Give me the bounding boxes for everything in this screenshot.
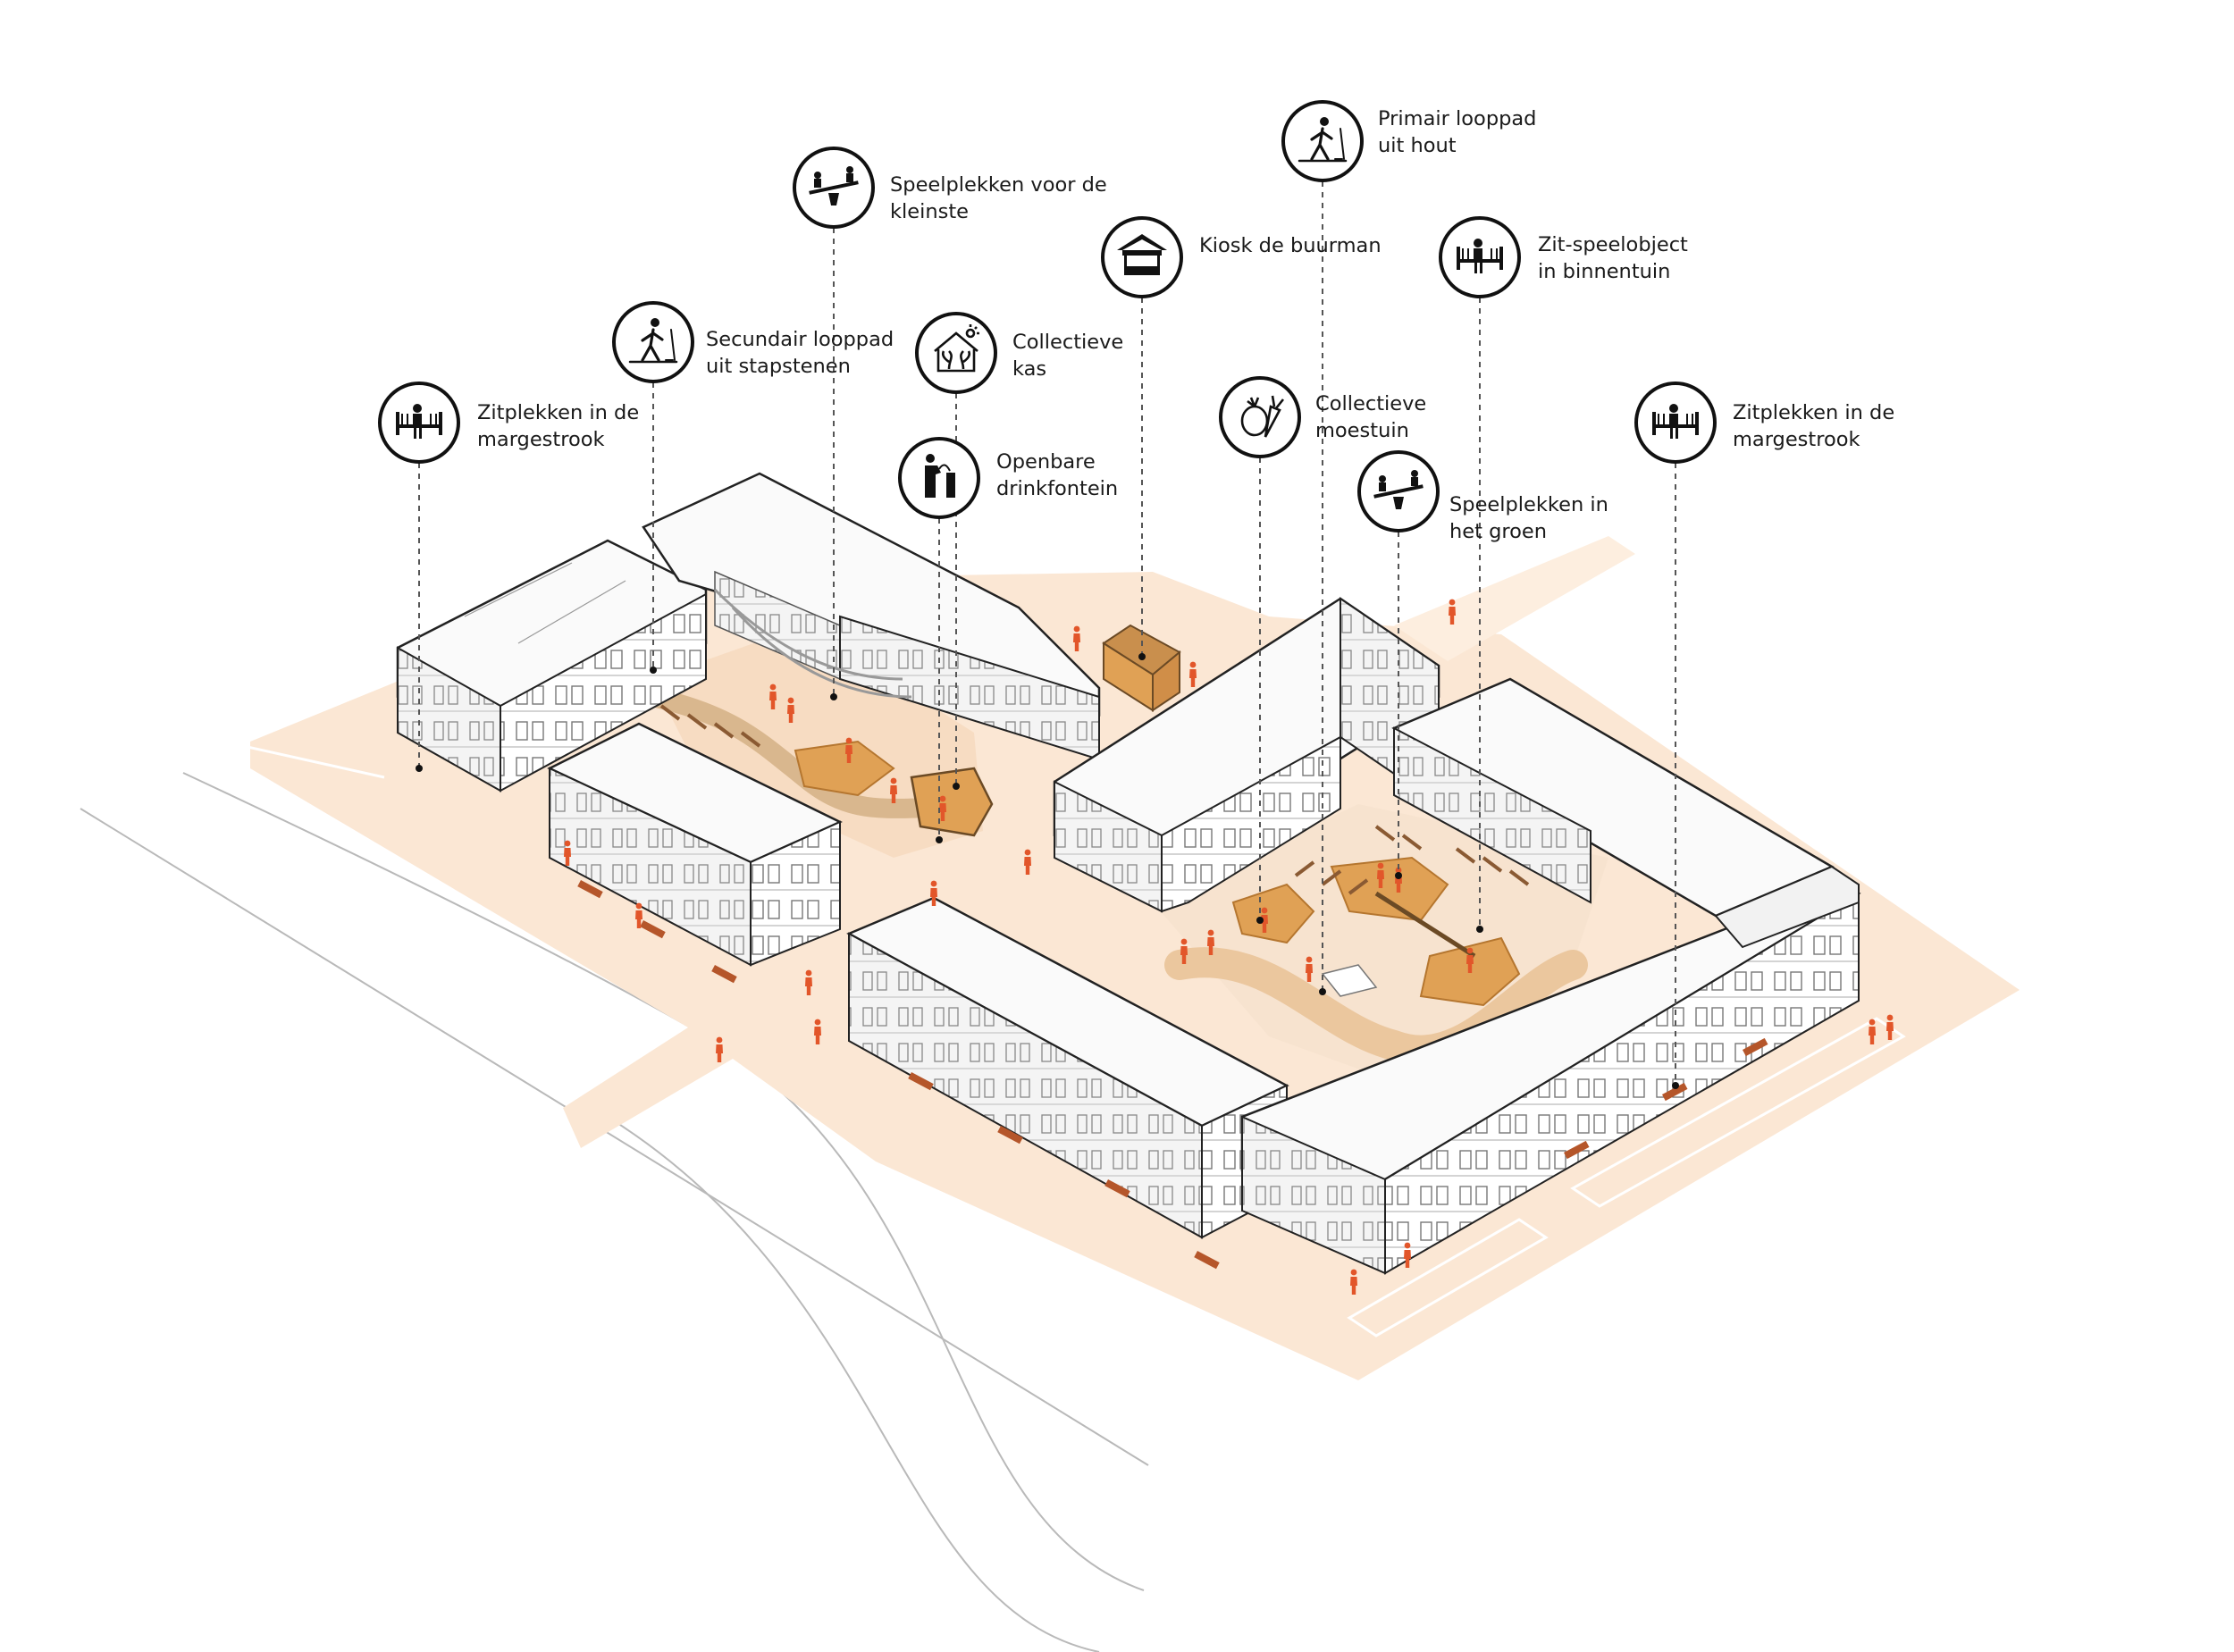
greenhouse-icon [934,324,979,373]
courtyard-left [642,625,994,858]
callout-zitplekken-left-badge [378,382,460,464]
bench-person-icon [1457,239,1503,273]
seesaw-icon [1373,470,1424,509]
callout-speelplekken-groen-badge [1357,450,1440,532]
callout-speelplekken-groen-label: Speelplekken in het groen [1449,493,1608,543]
walker-icon [628,318,678,364]
seesaw-icon [809,166,859,205]
callout-speelplekken-kleinste-badge [793,147,875,229]
building-block-b [642,472,1101,761]
building-block-d [1053,597,1440,913]
building-block-a [396,539,708,792]
callout-collectieve-kas-badge [915,312,997,394]
kiosk-building [1102,624,1181,712]
bench-person-icon [1652,404,1699,439]
callout-zitplekken-right-badge [1634,382,1717,464]
building-block-e [1391,677,1835,918]
callout-openbare-drinkfontein-badge [898,437,980,519]
callout-secundair-looppad-label: Secundair looppad uit stapstenen [706,328,894,378]
callout-secundair-looppad-badge [612,301,694,383]
callout-collectieve-moestuin-badge [1219,376,1301,458]
drinking-fountain-icon [925,454,955,498]
walker-icon [1298,117,1348,163]
building-block-c [547,722,843,967]
callout-zitplekken-left-label: Zitplekken in de margestrook [477,401,640,451]
callout-kiosk-label: Kiosk de buurman [1199,234,1382,257]
callout-zit-speelobject-badge [1439,216,1521,298]
benches [577,879,1768,1270]
kiosk-icon [1117,234,1167,275]
callout-openbare-drinkfontein-label: Openbare drinkfontein [996,450,1119,500]
callout-collectieve-moestuin-label: Collectieve moestuin [1315,392,1427,442]
callout-primair-looppad-label: Primair looppad uit hout [1378,107,1537,157]
callout-zitplekken-right-label: Zitplekken in de margestrook [1733,401,1895,451]
callout-kiosk-badge [1101,216,1183,298]
callout-speelplekken-kleinste-label: Speelplekken voor de kleinste [890,173,1107,223]
callout-zit-speelobject-label: Zit-speelobject in binnentuin [1538,233,1688,283]
building-block-g [1240,865,1861,1275]
callout-primair-looppad-badge [1281,100,1364,182]
vegetables-icon [1240,395,1285,438]
leader-dots [416,653,1679,1089]
callout-collectieve-kas-label: Collectieve kas [1012,331,1124,381]
bench-person-icon [396,404,442,439]
